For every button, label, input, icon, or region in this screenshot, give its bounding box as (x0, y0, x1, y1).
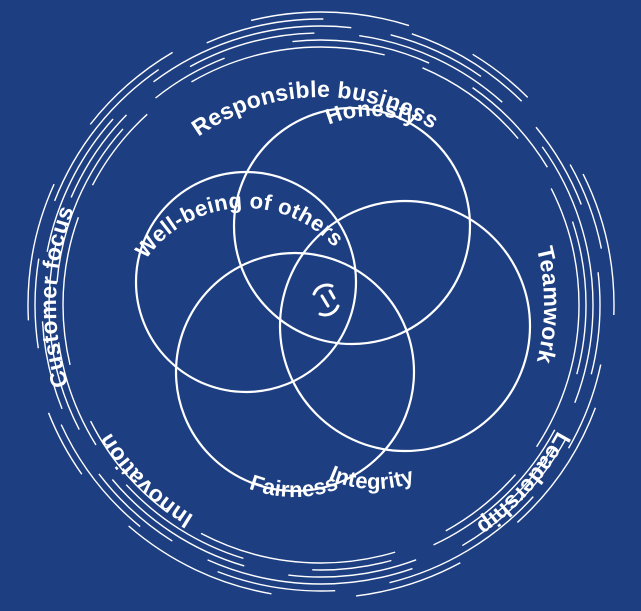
inner-label-wellbeing: Well-being of others (130, 188, 349, 263)
outer-label-leadership: Leadership (472, 428, 576, 541)
outer-label-innovation: Innovation (93, 429, 197, 533)
outer-label-customer-focus: Customer focus (35, 202, 79, 391)
outer-ring-1 (62, 46, 580, 564)
outer-ring-3 (48, 32, 594, 578)
outer-label-teamwork: Teamwork (532, 244, 565, 367)
outer-ring-5 (34, 18, 608, 592)
circle-fairness (174, 251, 416, 493)
outer-ring-6 (27, 11, 615, 599)
logo-icon (312, 283, 340, 317)
inner-label-fairness: Fairness (247, 470, 341, 502)
circle-honesty (232, 106, 472, 346)
outer-rings (27, 11, 615, 599)
inner-label-integrity: Integrity (326, 461, 417, 495)
circle-wellbeing (134, 170, 358, 394)
circle-integrity (278, 199, 532, 453)
outer-ring-4 (41, 25, 601, 585)
value-circles (134, 106, 532, 493)
outer-ring-2 (55, 39, 587, 571)
